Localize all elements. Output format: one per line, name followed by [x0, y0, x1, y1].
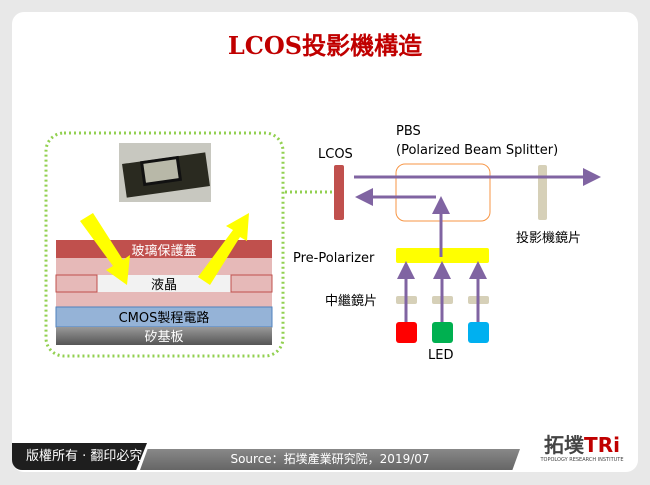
copyright-banner: 版權所有 · 翻印必究 — [12, 443, 147, 470]
tri-logo: 拓墣TRi TOPOLOGY RESEARCH INSTITUTE — [528, 433, 636, 473]
glass-cover-label: 玻璃保護蓋 — [131, 243, 196, 259]
reflected-light-arrow — [198, 213, 249, 285]
led-red — [396, 322, 417, 343]
pre-polarizer-label: Pre-Polarizer — [293, 251, 375, 266]
pbs-box — [395, 163, 491, 222]
light-path-arrows — [354, 168, 601, 322]
cmos-label: CMOS製程電路 — [119, 310, 210, 326]
pbs-label: PBS — [396, 124, 421, 139]
spacer-left — [55, 274, 98, 293]
liquid-crystal-label: 液晶 — [151, 278, 177, 293]
pbs-full-label: (Polarized Beam Splitter) — [396, 143, 558, 158]
logo-main: 拓墣 — [544, 433, 585, 457]
spacer-right — [230, 274, 273, 293]
lcos-chip-photo — [119, 143, 211, 202]
silicon-substrate-layer — [56, 327, 272, 345]
lcos-panel — [334, 165, 344, 220]
lcos-label: LCOS — [318, 147, 353, 162]
relay-lens-label: 中繼鏡片 — [325, 294, 377, 309]
projector-lens — [538, 165, 547, 220]
projector-lens-label: 投影機鏡片 — [516, 230, 581, 246]
source-caption: Source：拓墣產業研究院，2019/07 — [140, 449, 520, 470]
led-green — [432, 322, 453, 343]
logo-tri: TRi — [584, 433, 620, 457]
substrate-label: 矽基板 — [144, 330, 183, 345]
logo-subtitle: TOPOLOGY RESEARCH INSTITUTE — [540, 457, 624, 463]
incident-light-arrow — [80, 213, 130, 285]
page-title: LCOS投影機構造 — [227, 31, 423, 60]
led-label: LED — [428, 348, 453, 363]
lcos-detail-outline — [44, 131, 285, 358]
liquid-crystal-region — [97, 275, 231, 292]
led-blue — [468, 322, 489, 343]
